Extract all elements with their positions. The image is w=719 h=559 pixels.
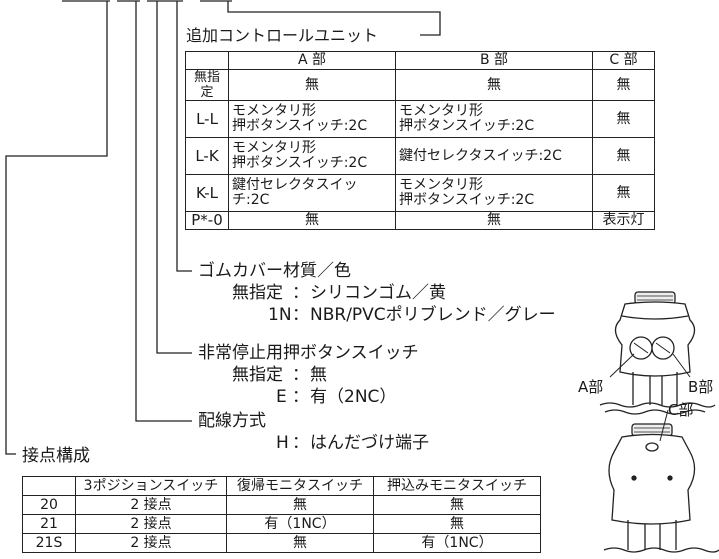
table-row: 21S 2 接点 無 有（1NC） xyxy=(22,533,541,553)
table-cell xyxy=(22,476,76,496)
table-cell-code: 無指定 xyxy=(185,69,229,101)
table-cell: 無 xyxy=(226,495,374,515)
table-cell: モメンタリ形 押ボタンスイッチ:2C xyxy=(395,174,593,212)
table-cell: 無 xyxy=(395,69,593,101)
table-row: 無指定 無 無 無 xyxy=(185,69,655,101)
table-cell: 2 接点 xyxy=(75,533,227,553)
rubber-cover-opt1-key: 無指定 xyxy=(232,283,283,303)
table-cell-code: 20 xyxy=(22,495,76,515)
emergency-stop-opt2-val: 有（2NC） xyxy=(310,387,397,407)
table-cell: 無 xyxy=(395,211,593,230)
table-header-a: A 部 xyxy=(228,51,396,70)
table-cell: 鍵付セレクタスイッチ:2C xyxy=(228,174,396,212)
rubber-cover-opt2-key: 1N xyxy=(268,305,292,325)
emergency-stop-title: 非常停止用押ボタンスイッチ xyxy=(198,343,419,363)
label-a-part: A部 xyxy=(578,378,604,396)
table-row: P*-0 無 無 表示灯 xyxy=(185,211,655,230)
rubber-cover-colon: ： xyxy=(292,283,309,303)
table-cell: 2 接点 xyxy=(75,514,227,534)
emergency-stop-opt1-val: 無 xyxy=(310,365,327,385)
table-row: L-K モメンタリ形 押ボタンスイッチ:2C 鍵付セレクタスイッチ:2C 無 xyxy=(185,137,655,175)
table-header: 押込みモニタスイッチ xyxy=(373,476,541,496)
device-top-illustration xyxy=(599,291,716,415)
wiring-title: 配線方式 xyxy=(198,411,266,431)
emergency-stop-opt1-key: 無指定 xyxy=(232,365,283,385)
table-cell: モメンタリ形 押ボタンスイッチ:2C xyxy=(228,100,396,138)
table-cell-code: 21S xyxy=(22,533,76,553)
table-cell-code: K-L xyxy=(185,174,229,212)
additional-unit-table: A 部 B 部 C 部 無指定 無 無 無 L-L モメンタリ形 押ボタンスイッ… xyxy=(185,51,655,230)
table-cell: 有（1NC） xyxy=(226,514,374,534)
table-cell-code: 21 xyxy=(22,514,76,534)
emergency-stop-colon: ： xyxy=(292,387,309,407)
rubber-cover-title: ゴムカバー材質／色 xyxy=(198,261,351,281)
table-cell: 無 xyxy=(592,100,655,138)
table-cell: 無 xyxy=(373,495,541,515)
table-header-row: 3ポジションスイッチ 復帰モニタスイッチ 押込みモニタスイッチ xyxy=(22,476,541,496)
table-header-c: C 部 xyxy=(592,51,655,70)
table-header: 復帰モニタスイッチ xyxy=(226,476,374,496)
emergency-stop-opt2-key: E xyxy=(276,387,287,407)
table-cell-code: L-K xyxy=(185,137,229,175)
table-cell: 無 xyxy=(373,514,541,534)
table-header: 3ポジションスイッチ xyxy=(75,476,227,496)
table-cell: モメンタリ形 押ボタンスイッチ:2C xyxy=(228,137,396,175)
table-cell: 表示灯 xyxy=(592,211,655,230)
table-row: K-L 鍵付セレクタスイッチ:2C モメンタリ形 押ボタンスイッチ:2C 無 xyxy=(185,174,655,212)
table-cell: 無 xyxy=(592,137,655,175)
contact-title: 接点構成 xyxy=(22,446,90,466)
table-row: L-L モメンタリ形 押ボタンスイッチ:2C モメンタリ形 押ボタンスイッチ:2… xyxy=(185,100,655,138)
table-cell xyxy=(185,51,229,70)
table-cell: モメンタリ形 押ボタンスイッチ:2C xyxy=(395,100,593,138)
additional-unit-title: 追加コントロールユニット xyxy=(186,26,379,45)
table-row: 21 2 接点 有（1NC） 無 xyxy=(22,514,541,534)
wiring-opt1-key: H xyxy=(276,433,289,453)
table-cell: 無 xyxy=(228,211,396,230)
table-cell: 無 xyxy=(226,533,374,553)
table-cell: 無 xyxy=(592,69,655,101)
wiring-opt1-val: はんだづけ端子 xyxy=(310,433,429,453)
label-b-part: B部 xyxy=(688,378,714,396)
table-cell-code: L-L xyxy=(185,100,229,138)
table-cell: 有（1NC） xyxy=(373,533,541,553)
rubber-cover-opt1-val: シリコンゴム／黄 xyxy=(310,283,446,303)
table-header-row: A 部 B 部 C 部 xyxy=(185,51,655,70)
table-cell: 無 xyxy=(228,69,396,101)
contact-table: 3ポジションスイッチ 復帰モニタスイッチ 押込みモニタスイッチ 20 2 接点 … xyxy=(22,476,541,553)
table-cell: 鍵付セレクタスイッチ:2C xyxy=(395,137,593,175)
table-header-b: B 部 xyxy=(395,51,593,70)
emergency-stop-colon: ： xyxy=(292,365,309,385)
rubber-cover-opt2-val: NBR/PVCポリブレンド／グレー xyxy=(310,305,556,325)
label-c-part: C部 xyxy=(668,401,694,419)
device-bottom-illustration xyxy=(603,409,719,553)
table-cell-code: P*-0 xyxy=(185,211,229,230)
table-cell: 2 接点 xyxy=(75,495,227,515)
table-cell: 無 xyxy=(592,174,655,212)
rubber-cover-colon: ： xyxy=(292,305,309,325)
wiring-colon: ： xyxy=(292,433,309,453)
table-row: 20 2 接点 無 無 xyxy=(22,495,541,515)
